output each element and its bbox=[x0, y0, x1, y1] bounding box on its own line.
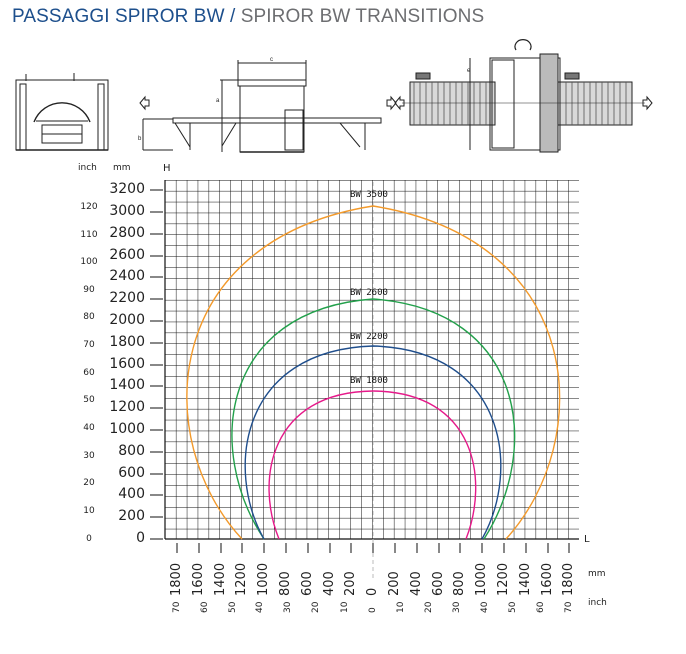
y-tick: 600 bbox=[118, 465, 145, 481]
y-tick: 2200 bbox=[109, 290, 145, 306]
curve-bw2200 bbox=[244, 345, 502, 540]
x-tick-inch: 20 bbox=[311, 601, 321, 613]
y-tick-inch: 90 bbox=[83, 285, 95, 295]
x-tick: 1000 bbox=[474, 562, 489, 596]
x-tick-inch: 30 bbox=[452, 601, 462, 613]
x-tick: 400 bbox=[322, 571, 337, 596]
y-tick: 800 bbox=[118, 443, 145, 459]
y-unit-mm: mm bbox=[113, 163, 131, 173]
x-axis-label-l: L bbox=[584, 534, 590, 545]
x-tick: 400 bbox=[409, 571, 424, 596]
svg-text:c: c bbox=[270, 57, 273, 63]
y-tick-inch: 50 bbox=[83, 395, 95, 405]
x-tick: 0 bbox=[365, 587, 380, 596]
x-tick-inch: 20 bbox=[424, 601, 434, 613]
x-tick: 200 bbox=[343, 571, 358, 596]
label-bw3500: BW 3500 bbox=[350, 190, 388, 200]
chart-grid bbox=[165, 180, 579, 539]
y-tick-inch: 110 bbox=[80, 230, 98, 240]
label-bw2600: BW 2600 bbox=[350, 288, 388, 298]
x-tick-inch: 10 bbox=[340, 601, 350, 613]
x-tick-inch: 40 bbox=[480, 601, 490, 613]
y-tick: 1600 bbox=[109, 356, 145, 372]
machine-drawings: b c a bbox=[15, 39, 653, 153]
y-tick: 1000 bbox=[109, 421, 145, 437]
y-unit-inch: inch bbox=[78, 163, 97, 173]
page-title: PASSAGGI SPIROR BW / SPIROR BW TRANSITIO… bbox=[12, 6, 484, 28]
x-unit-mm: mm bbox=[588, 569, 606, 579]
y-tick-inch: 70 bbox=[83, 340, 95, 350]
x-tick: 1800 bbox=[561, 562, 576, 596]
y-tick: 0 bbox=[136, 530, 145, 546]
curve-bw1800 bbox=[268, 390, 477, 540]
x-tick-inch: 10 bbox=[396, 601, 406, 613]
x-tick-inch: 60 bbox=[200, 601, 210, 613]
y-tick: 2000 bbox=[109, 312, 145, 328]
label-bw1800: BW 1800 bbox=[350, 376, 388, 386]
side-view-drawing: b c a bbox=[138, 57, 397, 153]
y-tick-inch: 20 bbox=[83, 478, 95, 488]
x-tick-inch: 40 bbox=[255, 601, 265, 613]
y-tick: 400 bbox=[118, 486, 145, 502]
y-tick: 1800 bbox=[109, 334, 145, 350]
x-tick-inch: 70 bbox=[564, 601, 574, 613]
y-tick-inch: 80 bbox=[83, 312, 95, 322]
x-unit-inch: inch bbox=[588, 598, 607, 608]
x-tick-inch: 0 bbox=[368, 607, 378, 613]
curve-bw3500 bbox=[186, 205, 561, 540]
x-tick: 1600 bbox=[191, 562, 206, 596]
x-tick-inch: 50 bbox=[228, 601, 238, 613]
top-view-drawing: e bbox=[394, 39, 653, 153]
x-tick-inch: 50 bbox=[508, 601, 518, 613]
y-tick: 3000 bbox=[109, 203, 145, 219]
x-tick: 1000 bbox=[256, 562, 271, 596]
y-tick: 2800 bbox=[109, 225, 145, 241]
y-tick-inch: 40 bbox=[83, 423, 95, 433]
x-tick: 1800 bbox=[169, 562, 184, 596]
x-tick: 800 bbox=[278, 571, 293, 596]
y-tick: 3200 bbox=[109, 181, 145, 197]
curve-bw2600 bbox=[231, 298, 516, 540]
x-tick: 1200 bbox=[496, 562, 511, 596]
y-tick-inch: 30 bbox=[83, 451, 95, 461]
x-tick: 1200 bbox=[234, 562, 249, 596]
y-tick: 1200 bbox=[109, 399, 145, 415]
y-tick-inch: 100 bbox=[80, 257, 98, 267]
x-tick-inch: 30 bbox=[283, 601, 293, 613]
y-tick-inch: 60 bbox=[83, 368, 95, 378]
title-italian: PASSAGGI SPIROR BW / bbox=[12, 6, 236, 27]
x-tick: 1600 bbox=[540, 562, 555, 596]
x-tick: 200 bbox=[387, 571, 402, 596]
title-english: SPIROR BW TRANSITIONS bbox=[240, 6, 485, 27]
label-bw2200: BW 2200 bbox=[350, 332, 388, 342]
x-tick: 1400 bbox=[213, 562, 228, 596]
svg-text:a: a bbox=[216, 98, 220, 104]
y-tick-inch: 0 bbox=[86, 534, 92, 544]
y-tick: 2400 bbox=[109, 268, 145, 284]
y-tick-inch: 10 bbox=[83, 506, 95, 516]
svg-text:e: e bbox=[467, 68, 471, 74]
y-tick: 200 bbox=[118, 508, 145, 524]
x-tick: 600 bbox=[300, 571, 315, 596]
y-axis-label-h: H bbox=[163, 163, 171, 174]
y-tick: 2600 bbox=[109, 247, 145, 263]
x-tick-inch: 60 bbox=[536, 601, 546, 613]
x-tick: 600 bbox=[431, 571, 446, 596]
svg-text:b: b bbox=[138, 136, 142, 142]
x-tick-inch: 70 bbox=[172, 601, 182, 613]
y-tick-inch: 120 bbox=[80, 202, 98, 212]
x-tick: 1400 bbox=[518, 562, 533, 596]
y-tick: 1400 bbox=[109, 377, 145, 393]
x-tick: 800 bbox=[452, 571, 467, 596]
front-view-drawing bbox=[15, 73, 109, 151]
